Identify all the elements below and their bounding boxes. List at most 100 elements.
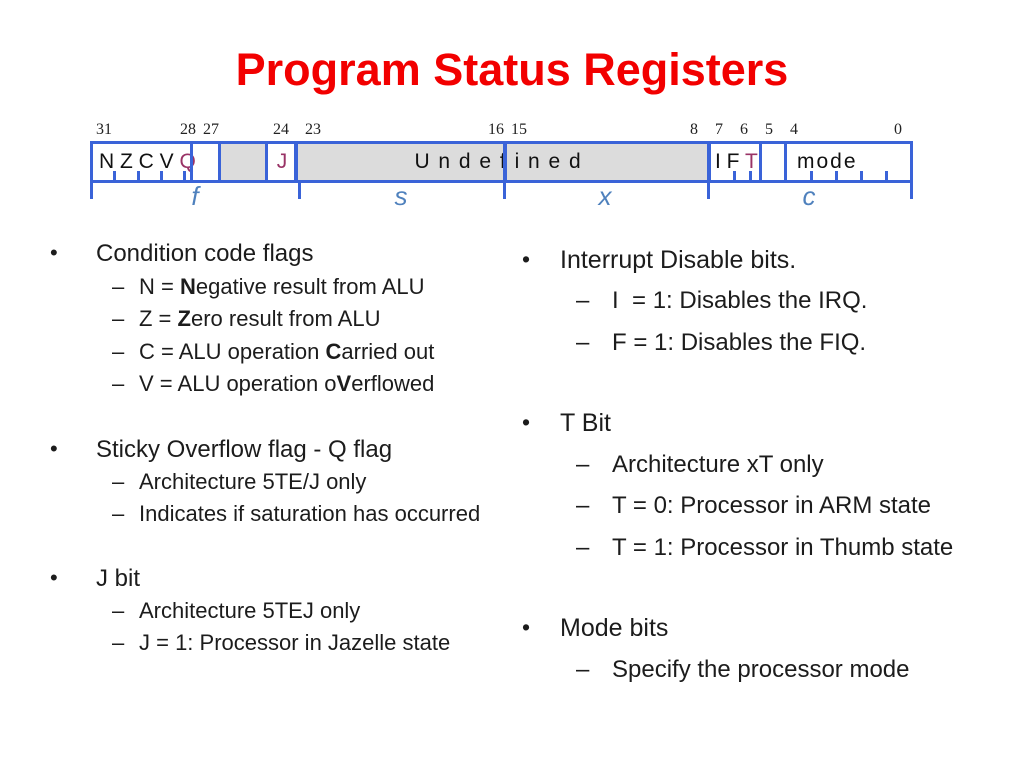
j-bit-cell: J: [276, 150, 288, 173]
mode-field: mode: [797, 150, 858, 173]
bullet-item-sticky-overflow: • Sticky Overflow flag - Q flag: [50, 436, 392, 464]
sub-item-arm-state: – T = 0: Processor in ARM state: [576, 492, 931, 520]
sub-item-arch-xt: – Architecture xT only: [576, 451, 824, 479]
sub-item-z-flag: – Z = Zero result from ALU: [112, 306, 380, 332]
bracket-stub: [503, 183, 506, 199]
sub-item-text: J = 1: Processor in Jazelle state: [139, 630, 451, 655]
bit-tick: [835, 171, 838, 180]
bit-label-15: 15: [511, 121, 527, 138]
dash-glyph: –: [576, 329, 590, 356]
bullet-item-interrupt-disable: • Interrupt Disable bits.: [522, 246, 796, 275]
section-divider-x-c: [707, 144, 711, 180]
dash-glyph: –: [112, 274, 125, 299]
dash-glyph: –: [576, 287, 590, 314]
undefined-cell: [296, 144, 708, 180]
bullet-text: Mode bits: [560, 614, 669, 642]
if-letters: I F: [715, 150, 740, 173]
register-box: N Z C V Q J Undefined I F T mode: [90, 141, 913, 183]
bullet-glyph: •: [50, 240, 58, 265]
sub-item-specify-mode: – Specify the processor mode: [576, 656, 909, 684]
bullet-item-j-bit: • J bit: [50, 565, 140, 593]
sub-item-v-flag: – V = ALU operation oVerflowed: [112, 371, 434, 397]
bit-tick: [885, 171, 888, 180]
sub-item-text: Architecture xT only: [612, 451, 824, 478]
bit-label-6: 6: [740, 121, 748, 138]
bullet-item-mode-bits: • Mode bits: [522, 614, 668, 643]
bit-label-24: 24: [273, 121, 289, 138]
cell-divider: [784, 144, 787, 180]
undefined-label: Undefined: [414, 150, 590, 173]
dash-glyph: –: [112, 630, 125, 655]
bracket-stub: [910, 183, 913, 199]
bullet-glyph: •: [522, 614, 531, 640]
bit-label-31: 31: [96, 121, 112, 138]
ift-field: I F T: [715, 144, 758, 180]
bit-label-27: 27: [203, 121, 219, 138]
cell-divider: [190, 144, 193, 180]
register-diagram: 31 28 27 24 23 16 15 8 7 6 5 4 0 N Z C V…: [88, 120, 920, 222]
section-label-c: c: [802, 181, 816, 211]
bit-label-28: 28: [180, 121, 196, 138]
bullet-text: Sticky Overflow flag - Q flag: [96, 436, 393, 463]
bullet-glyph: •: [522, 409, 531, 435]
sub-item-text: Indicates if saturation has occurred: [139, 501, 481, 526]
bit-tick: [860, 171, 863, 180]
sub-item-text: F = 1: Disables the FIQ.: [612, 329, 867, 356]
bit-tick: [810, 171, 813, 180]
bit-tick: [137, 171, 140, 180]
sub-item-text: Architecture 5TEJ only: [139, 598, 361, 623]
sub-item-n-flag: – N = Negative result from ALU: [112, 274, 425, 300]
dash-glyph: –: [112, 306, 125, 331]
sub-item-text: Specify the processor mode: [612, 656, 910, 683]
bracket-stub: [90, 183, 93, 199]
dash-glyph: –: [112, 371, 125, 396]
sub-item-jazelle: – J = 1: Processor in Jazelle state: [112, 630, 450, 656]
sub-item-arch-5tej: – Architecture 5TE/J only: [112, 469, 366, 495]
bit-label-5: 5: [765, 121, 773, 138]
flags-letters: N Z C V: [99, 150, 174, 173]
sub-item-text: T = 1: Processor in Thumb state: [612, 534, 954, 561]
bullet-text: Condition code flags: [96, 240, 314, 267]
sub-item-text: I = 1: Disables the IRQ.: [612, 287, 868, 314]
sub-item-text: Z = Zero result from ALU: [139, 306, 381, 331]
sub-item-c-flag: – C = ALU operation Carried out: [112, 339, 434, 365]
section-label-f: f: [191, 181, 199, 211]
q-flag-letter: Q: [179, 150, 196, 173]
bullet-item-condition-codes: • Condition code flags: [50, 240, 313, 268]
bracket-stub: [298, 183, 301, 199]
bit-label-8: 8: [690, 121, 698, 138]
reserved-cell: [218, 144, 268, 180]
sub-item-irq: – I = 1: Disables the IRQ.: [576, 287, 867, 315]
bit-label-0: 0: [894, 121, 902, 138]
bit-tick: [113, 171, 116, 180]
bit-label-23: 23: [305, 121, 321, 138]
bullet-glyph: •: [50, 436, 58, 461]
bit-tick: [183, 171, 186, 180]
bullet-text: J bit: [96, 565, 141, 592]
bit-tick: [733, 171, 736, 180]
sub-item-text: Architecture 5TE/J only: [139, 469, 367, 494]
bit-tick: [749, 171, 752, 180]
dash-glyph: –: [112, 598, 125, 623]
cell-divider: [218, 144, 221, 180]
sub-item-saturation: – Indicates if saturation has occurred: [112, 501, 480, 527]
bullet-glyph: •: [50, 565, 58, 590]
bit-label-16: 16: [488, 121, 504, 138]
section-divider-f-s: [294, 144, 298, 180]
dash-glyph: –: [576, 656, 590, 683]
bullet-text: Interrupt Disable bits.: [560, 246, 797, 274]
section-divider-s-x: [503, 144, 507, 180]
bit-label-7: 7: [715, 121, 723, 138]
bullet-text: T Bit: [560, 409, 611, 437]
dash-glyph: –: [112, 469, 125, 494]
bit-label-4: 4: [790, 121, 798, 138]
section-label-s: s: [394, 181, 408, 211]
dash-glyph: –: [576, 492, 590, 519]
sub-item-text: C = ALU operation Carried out: [139, 339, 435, 364]
bullet-item-t-bit: • T Bit: [522, 409, 611, 438]
dash-glyph: –: [112, 501, 125, 526]
sub-item-fiq: – F = 1: Disables the FIQ.: [576, 329, 866, 357]
sub-item-arch-5tej-only: – Architecture 5TEJ only: [112, 598, 360, 624]
page-title: Program Status Registers: [235, 44, 789, 95]
